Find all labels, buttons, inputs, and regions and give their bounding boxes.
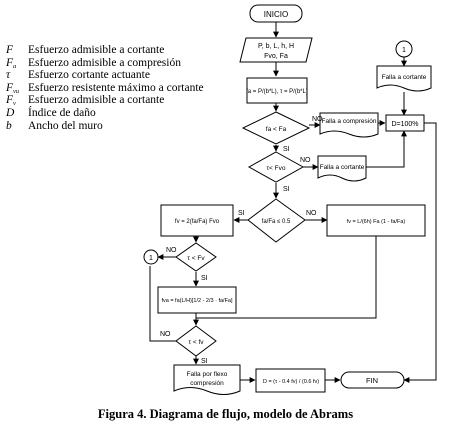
legend-description: Esfuerzo resistente máximo a cortante <box>28 81 204 94</box>
d4-si-label: SI <box>201 275 208 282</box>
d1-label: fa < Fa <box>266 126 287 133</box>
decision-tau-lt-fv <box>175 325 217 357</box>
legend-symbol: F <box>6 81 14 94</box>
d4-no-label: NO <box>166 247 177 254</box>
fv-left-label: fv = 2(fa/Fa) Fvo <box>175 219 220 225</box>
d2-si-label: SI <box>283 186 290 193</box>
legend-description: Esfuerzo admisible a compresión <box>28 56 181 69</box>
legend-description: Esfuerzo cortante actuante <box>28 69 150 82</box>
flow-text: INICIO P, b, L, h, H Fvo, Fa fa = P/(b*L… <box>149 10 427 387</box>
falla-flexo-doc <box>173 364 241 395</box>
d3-no-label: NO <box>306 210 317 217</box>
legend-row: Fa Esfuerzo admisible a compresión <box>6 57 238 70</box>
d1-si-label: SI <box>283 146 290 153</box>
end-terminal <box>340 371 405 389</box>
d100-label: D=100% <box>391 121 418 128</box>
connector-1-left <box>143 249 159 265</box>
decision-tau-lt-Fvo <box>247 151 305 183</box>
input-parallelogram <box>239 37 313 63</box>
legend-symbol: F <box>6 94 14 107</box>
connector-top-label: 1 <box>402 47 406 54</box>
legend-symbol: F <box>6 56 14 69</box>
legend-row: Fv Esfuerzo admisible a cortante <box>6 94 238 107</box>
legend-symbol: D <box>6 106 15 119</box>
flow-shapes <box>143 4 432 395</box>
legend-symbol: τ <box>6 69 11 82</box>
falla-cortante-mid-label: Falla a cortante <box>320 164 365 171</box>
legend-description: Índice de daño <box>28 106 96 119</box>
d2-no-label: NO <box>300 157 311 164</box>
falla-flexo-line2: compresión <box>190 380 224 387</box>
legend-description: Esfuerzo admisible a cortante <box>28 94 165 107</box>
legend-row: F Esfuerzo admisible a cortante <box>6 44 238 57</box>
flow-connectors <box>149 22 437 383</box>
fv-right-box <box>326 204 426 237</box>
d2-label: τ< Fvo <box>266 165 285 172</box>
legend-row: Fvu Esfuerzo resistente máximo a cortante <box>6 82 238 95</box>
d3-si-label: SI <box>238 210 245 217</box>
d5-si-label: SI <box>201 358 208 365</box>
legend-symbol: b <box>6 119 12 132</box>
d5-no-label: NO <box>160 331 171 338</box>
fv-right-label: fv = L/(6h) Fa (1 - fa/Fa) <box>347 219 406 225</box>
flowchart: INICIO P, b, L, h, H Fvo, Fa fa = P/(b*L… <box>143 4 437 395</box>
legend-subscript: v <box>13 100 16 108</box>
legend-subscript: vu <box>13 87 20 95</box>
connector-1-top <box>395 40 413 58</box>
d3-label: fa/Fa ≤ 0.5 <box>262 219 291 225</box>
d4-label: τ < Fv <box>187 255 205 262</box>
falla-flexo-line1: Falla por flexo <box>187 371 228 378</box>
branch-labels: NO SI NO SI SI NO NO SI NO SI <box>160 116 323 365</box>
falla-compresion-doc <box>319 112 379 138</box>
falla-cortante-top-label: Falla a cortante <box>382 74 427 81</box>
fva-box <box>157 286 237 314</box>
legend-row: τ Esfuerzo cortante actuante <box>6 69 238 82</box>
fa-calc-label: fa = P/(b*L), τ = P/(b*L) <box>246 89 308 95</box>
damage-index-box <box>255 368 326 393</box>
falla-compresion-label: Falla a compresión <box>322 118 377 125</box>
fva-label: fva = fa(L/H)[1/2 - 2/3 · fa/Fa] <box>161 298 233 304</box>
end-label: FIN <box>366 376 378 385</box>
falla-cortante-doc-mid <box>317 155 367 182</box>
legend-row: b Ancho del muro <box>6 120 238 133</box>
decision-tau-lt-Fv <box>175 242 217 272</box>
start-terminal <box>249 4 303 23</box>
d100-box <box>385 114 425 132</box>
connector-left-label: 1 <box>149 255 153 262</box>
input-line2: Fvo, Fa <box>264 53 288 60</box>
falla-cortante-doc-top <box>376 65 432 92</box>
damage-index-label: D = (τ - 0.4 fv) / (0.6 fv) <box>263 379 319 385</box>
d1-no-label: NO <box>312 116 323 123</box>
legend-subscript: a <box>13 62 17 70</box>
legend-row: D Índice de daño <box>6 107 238 120</box>
figure-caption: Figura 4. Diagrama de flujo, modelo de A… <box>97 407 354 421</box>
input-line1: P, b, L, h, H <box>258 43 294 50</box>
legend-description: Ancho del muro <box>28 119 103 132</box>
decision-fa-lt-Fa <box>241 111 311 145</box>
fa-calc-box <box>246 77 308 104</box>
decision-fa-Fa <box>247 198 306 243</box>
legend-symbol: F <box>6 44 14 56</box>
d5-label: τ < fv <box>188 339 204 346</box>
start-label: INICIO <box>264 10 288 19</box>
legend-description: Esfuerzo admisible a cortante <box>28 44 165 56</box>
fv-left-box <box>160 204 234 237</box>
